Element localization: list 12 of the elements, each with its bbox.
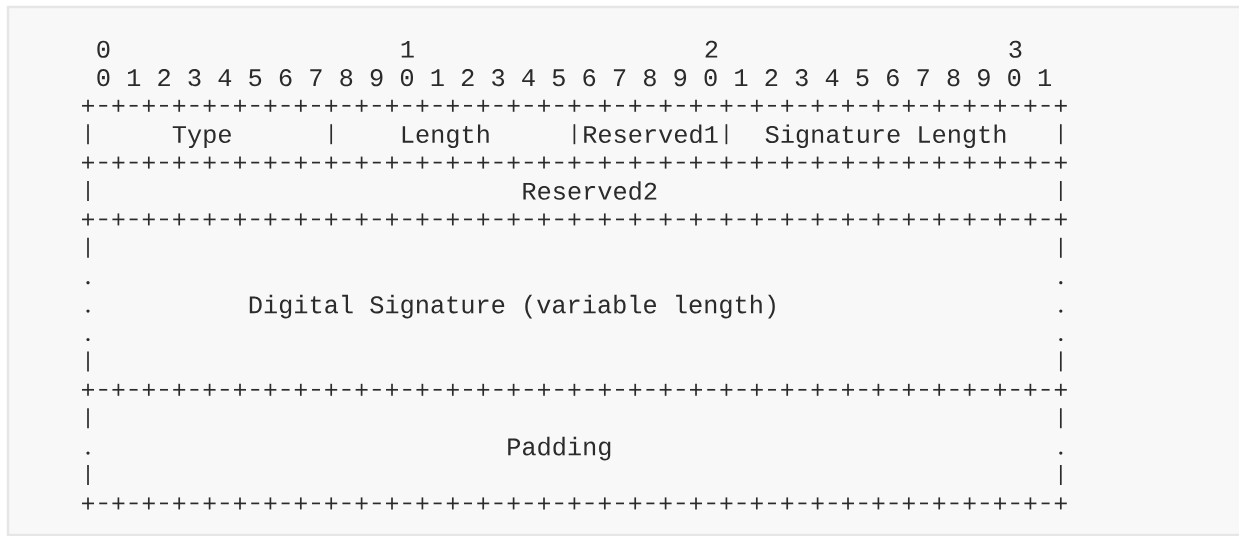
bit-number: 2 — [705, 40, 718, 58]
bit-number: 0 — [97, 40, 110, 58]
field-label: Reserved1 — [584, 124, 718, 144]
field-label: Type — [172, 126, 231, 149]
field-label: Digital Signature (variable length) — [249, 294, 775, 319]
field-label: Length — [402, 124, 489, 149]
bit-number: 1 — [401, 40, 414, 58]
field-label: Padding — [508, 436, 611, 461]
field-label: Signature Length — [765, 124, 1006, 149]
bit-number: 3 — [1009, 40, 1022, 58]
field-label: Reserved2 — [523, 181, 657, 200]
bit-number: 0 1 2 3 4 5 6 7 8 9 0 1 2 3 4 5 6 7 8 9 0 1 2 3 4 5 6 7 8 9 0 1 — [97, 69, 1051, 87]
